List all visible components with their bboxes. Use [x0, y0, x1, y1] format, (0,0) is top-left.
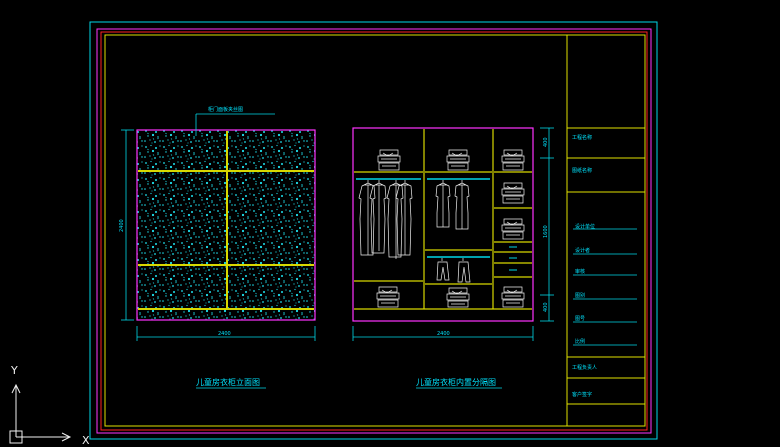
right-interior-outline [352, 127, 534, 322]
folded-stack-6 [501, 286, 525, 308]
right-title: 儿童房衣柜内置分隔图 [416, 377, 496, 387]
folded-stack-7 [376, 286, 400, 308]
folded-stack-4 [501, 182, 525, 204]
left-title: 儿童房衣柜立面图 [196, 377, 260, 387]
left-elevation-outline [136, 129, 316, 321]
folded-stack-2 [446, 149, 470, 171]
folded-stack-8 [446, 287, 470, 308]
ucs-x-label: X [82, 434, 90, 447]
tb-row-7: 工程负责人 [572, 364, 597, 371]
callout-text: 柜门面板夹丝图 [208, 106, 243, 113]
tb-row-3: 审核 [575, 268, 585, 275]
drawing-label: 图纸名称 [572, 167, 592, 174]
title-block [566, 34, 646, 427]
trousers-1 [436, 258, 450, 281]
left-width-value: 2400 [218, 331, 231, 337]
jacket-2 [454, 180, 470, 230]
folded-clothes [376, 149, 525, 308]
callout-leader [195, 113, 275, 136]
ucs-y-label: Y [10, 364, 18, 377]
right-interior[interactable]: 2400 400 1600 400 儿童房衣柜内置分隔图 [352, 127, 554, 389]
title-block-underlines [573, 228, 637, 346]
frame-red [100, 31, 648, 431]
trousers-2 [457, 258, 471, 283]
outer-frame-cyan [89, 21, 658, 440]
right-dim-bot: 400 [543, 302, 549, 312]
right-width-value: 2400 [437, 331, 450, 337]
hanging-rods [356, 178, 490, 258]
jacket-1 [435, 180, 451, 228]
left-height-value: 2400 [119, 219, 125, 232]
title-block-border [566, 34, 646, 427]
folded-stack-3 [501, 149, 525, 171]
long-coat-1 [358, 180, 376, 256]
folded-stack-5 [501, 218, 525, 240]
long-coat-2 [369, 180, 387, 254]
right-height-dimension [540, 127, 554, 322]
tb-row-2: 设计者 [575, 247, 590, 254]
title-block-text: 工程名称 图纸名称 设计单位 设计者 审核 图别 图号 比例 工程负责人 客户签… [572, 134, 597, 398]
right-dim-mid: 1600 [543, 225, 549, 238]
tb-row-6: 比例 [575, 338, 585, 345]
tb-row-1: 设计单位 [575, 223, 595, 230]
right-width-dimension [352, 326, 534, 341]
left-width-dimension [136, 326, 316, 341]
left-elevation[interactable]: 柜门面板夹丝图 2400 2400 儿童房衣柜立面图 [119, 106, 316, 389]
interior-partitions [354, 129, 532, 310]
frame-magenta [96, 28, 652, 434]
left-height-dimension [121, 129, 134, 321]
long-coat-3 [386, 180, 404, 259]
folded-stack-1 [377, 149, 401, 171]
tb-row-4: 图别 [575, 292, 585, 299]
project-label: 工程名称 [572, 134, 592, 141]
long-coat-4 [395, 180, 413, 256]
tb-row-8: 客户签字 [572, 391, 592, 398]
tb-row-5: 图号 [575, 316, 585, 322]
drawer-handles [509, 246, 517, 271]
hanging-garments [358, 180, 471, 283]
right-dim-top: 400 [543, 137, 549, 147]
ucs-icon [9, 383, 72, 444]
